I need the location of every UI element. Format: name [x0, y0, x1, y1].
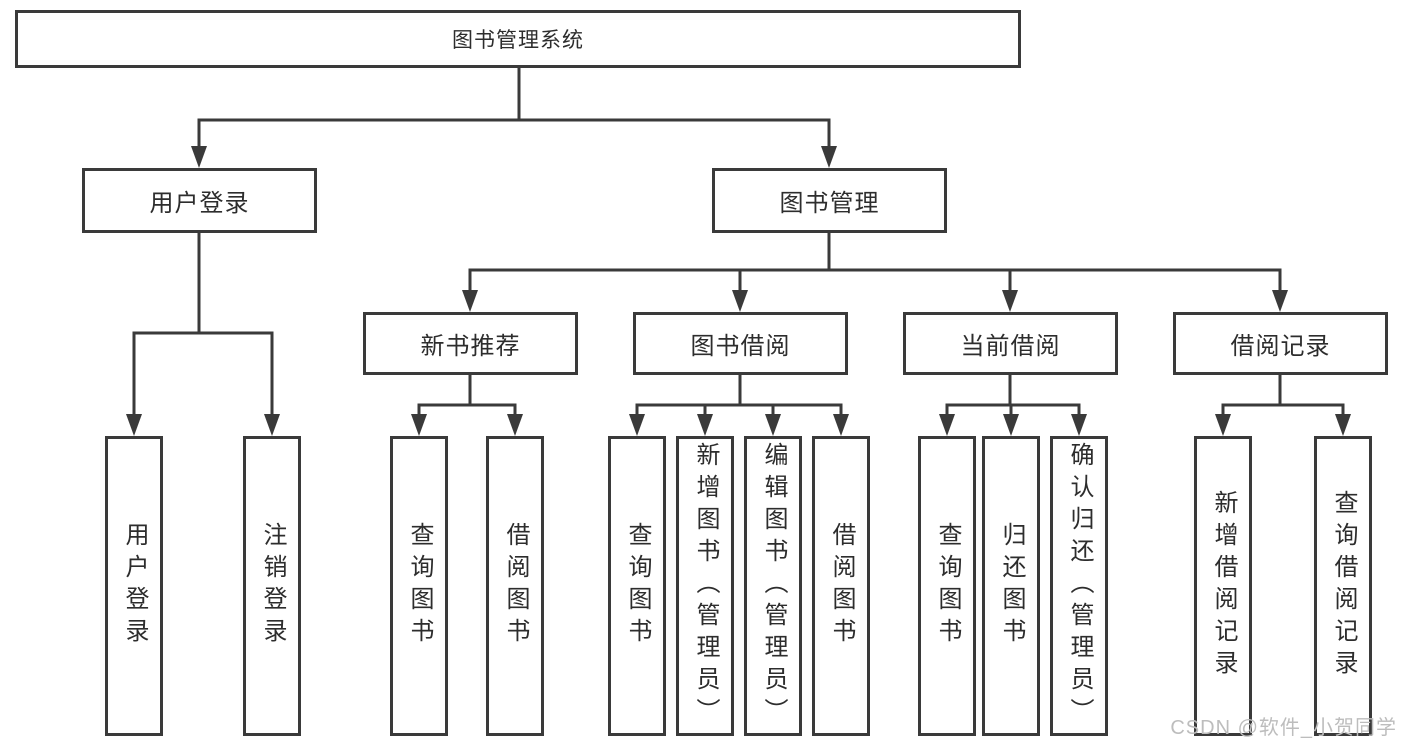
connector-userlogin-to-leaves: [126, 233, 280, 436]
leaf-query-book-3-label: 查询图书: [934, 522, 961, 650]
node-borrow-records: 借阅记录: [1173, 312, 1388, 375]
connector-currentborrow-to-leaves: [939, 375, 1087, 436]
node-borrow-records-label: 借阅记录: [1230, 333, 1331, 360]
csdn-watermark: CSDN @软件_小贺同学: [1170, 717, 1397, 739]
leaf-logout: 注销登录: [243, 436, 301, 736]
leaf-query-book-1-label: 查询图书: [406, 522, 433, 650]
node-new-book-rec: 新书推荐: [363, 312, 578, 375]
leaf-add-book-label: 新增图书（管理员）: [692, 442, 719, 730]
leaf-query-record-label: 查询借阅记录: [1330, 490, 1357, 682]
node-user-login: 用户登录: [82, 168, 317, 233]
connector-bookborrow-to-leaves: [629, 375, 849, 436]
leaf-borrow-book-2: 借阅图书: [812, 436, 870, 736]
leaf-confirm-return: 确认归还（管理员）: [1050, 436, 1108, 736]
node-root: 图书管理系统: [15, 10, 1021, 68]
leaf-edit-book-label: 编辑图书（管理员）: [760, 442, 787, 730]
node-user-login-label: 用户登录: [149, 190, 250, 217]
node-root-label: 图书管理系统: [452, 29, 584, 52]
node-book-borrow-label: 图书借阅: [690, 333, 791, 360]
node-book-borrow: 图书借阅: [633, 312, 848, 375]
connector-borrowrecords-to-leaves: [1215, 375, 1351, 436]
leaf-confirm-return-label: 确认归还（管理员）: [1066, 442, 1093, 730]
node-current-borrow: 当前借阅: [903, 312, 1118, 375]
leaf-query-record: 查询借阅记录: [1314, 436, 1372, 736]
leaf-add-book: 新增图书（管理员）: [676, 436, 734, 736]
leaf-user-login-label: 用户登录: [121, 522, 148, 650]
leaf-borrow-book-2-label: 借阅图书: [828, 522, 855, 650]
leaf-add-record: 新增借阅记录: [1194, 436, 1252, 736]
leaf-edit-book: 编辑图书（管理员）: [744, 436, 802, 736]
leaf-borrow-book-1-label: 借阅图书: [502, 522, 529, 650]
leaf-add-record-label: 新增借阅记录: [1210, 490, 1237, 682]
leaf-query-book-2-label: 查询图书: [624, 522, 651, 650]
node-current-borrow-label: 当前借阅: [960, 333, 1061, 360]
leaf-user-login: 用户登录: [105, 436, 163, 736]
leaf-query-book-2: 查询图书: [608, 436, 666, 736]
leaf-borrow-book-1: 借阅图书: [486, 436, 544, 736]
connector-root-to-level2: [191, 68, 837, 168]
node-new-book-rec-label: 新书推荐: [420, 333, 521, 360]
connector-bookmgmt-to-sections: [462, 233, 1288, 312]
leaf-return-book: 归还图书: [982, 436, 1040, 736]
leaf-logout-label: 注销登录: [259, 522, 286, 650]
node-book-mgmt: 图书管理: [712, 168, 947, 233]
leaf-query-book-1: 查询图书: [390, 436, 448, 736]
connector-newbookrec-to-leaves: [411, 375, 523, 436]
leaf-return-book-label: 归还图书: [998, 522, 1025, 650]
node-book-mgmt-label: 图书管理: [779, 190, 880, 217]
leaf-query-book-3: 查询图书: [918, 436, 976, 736]
